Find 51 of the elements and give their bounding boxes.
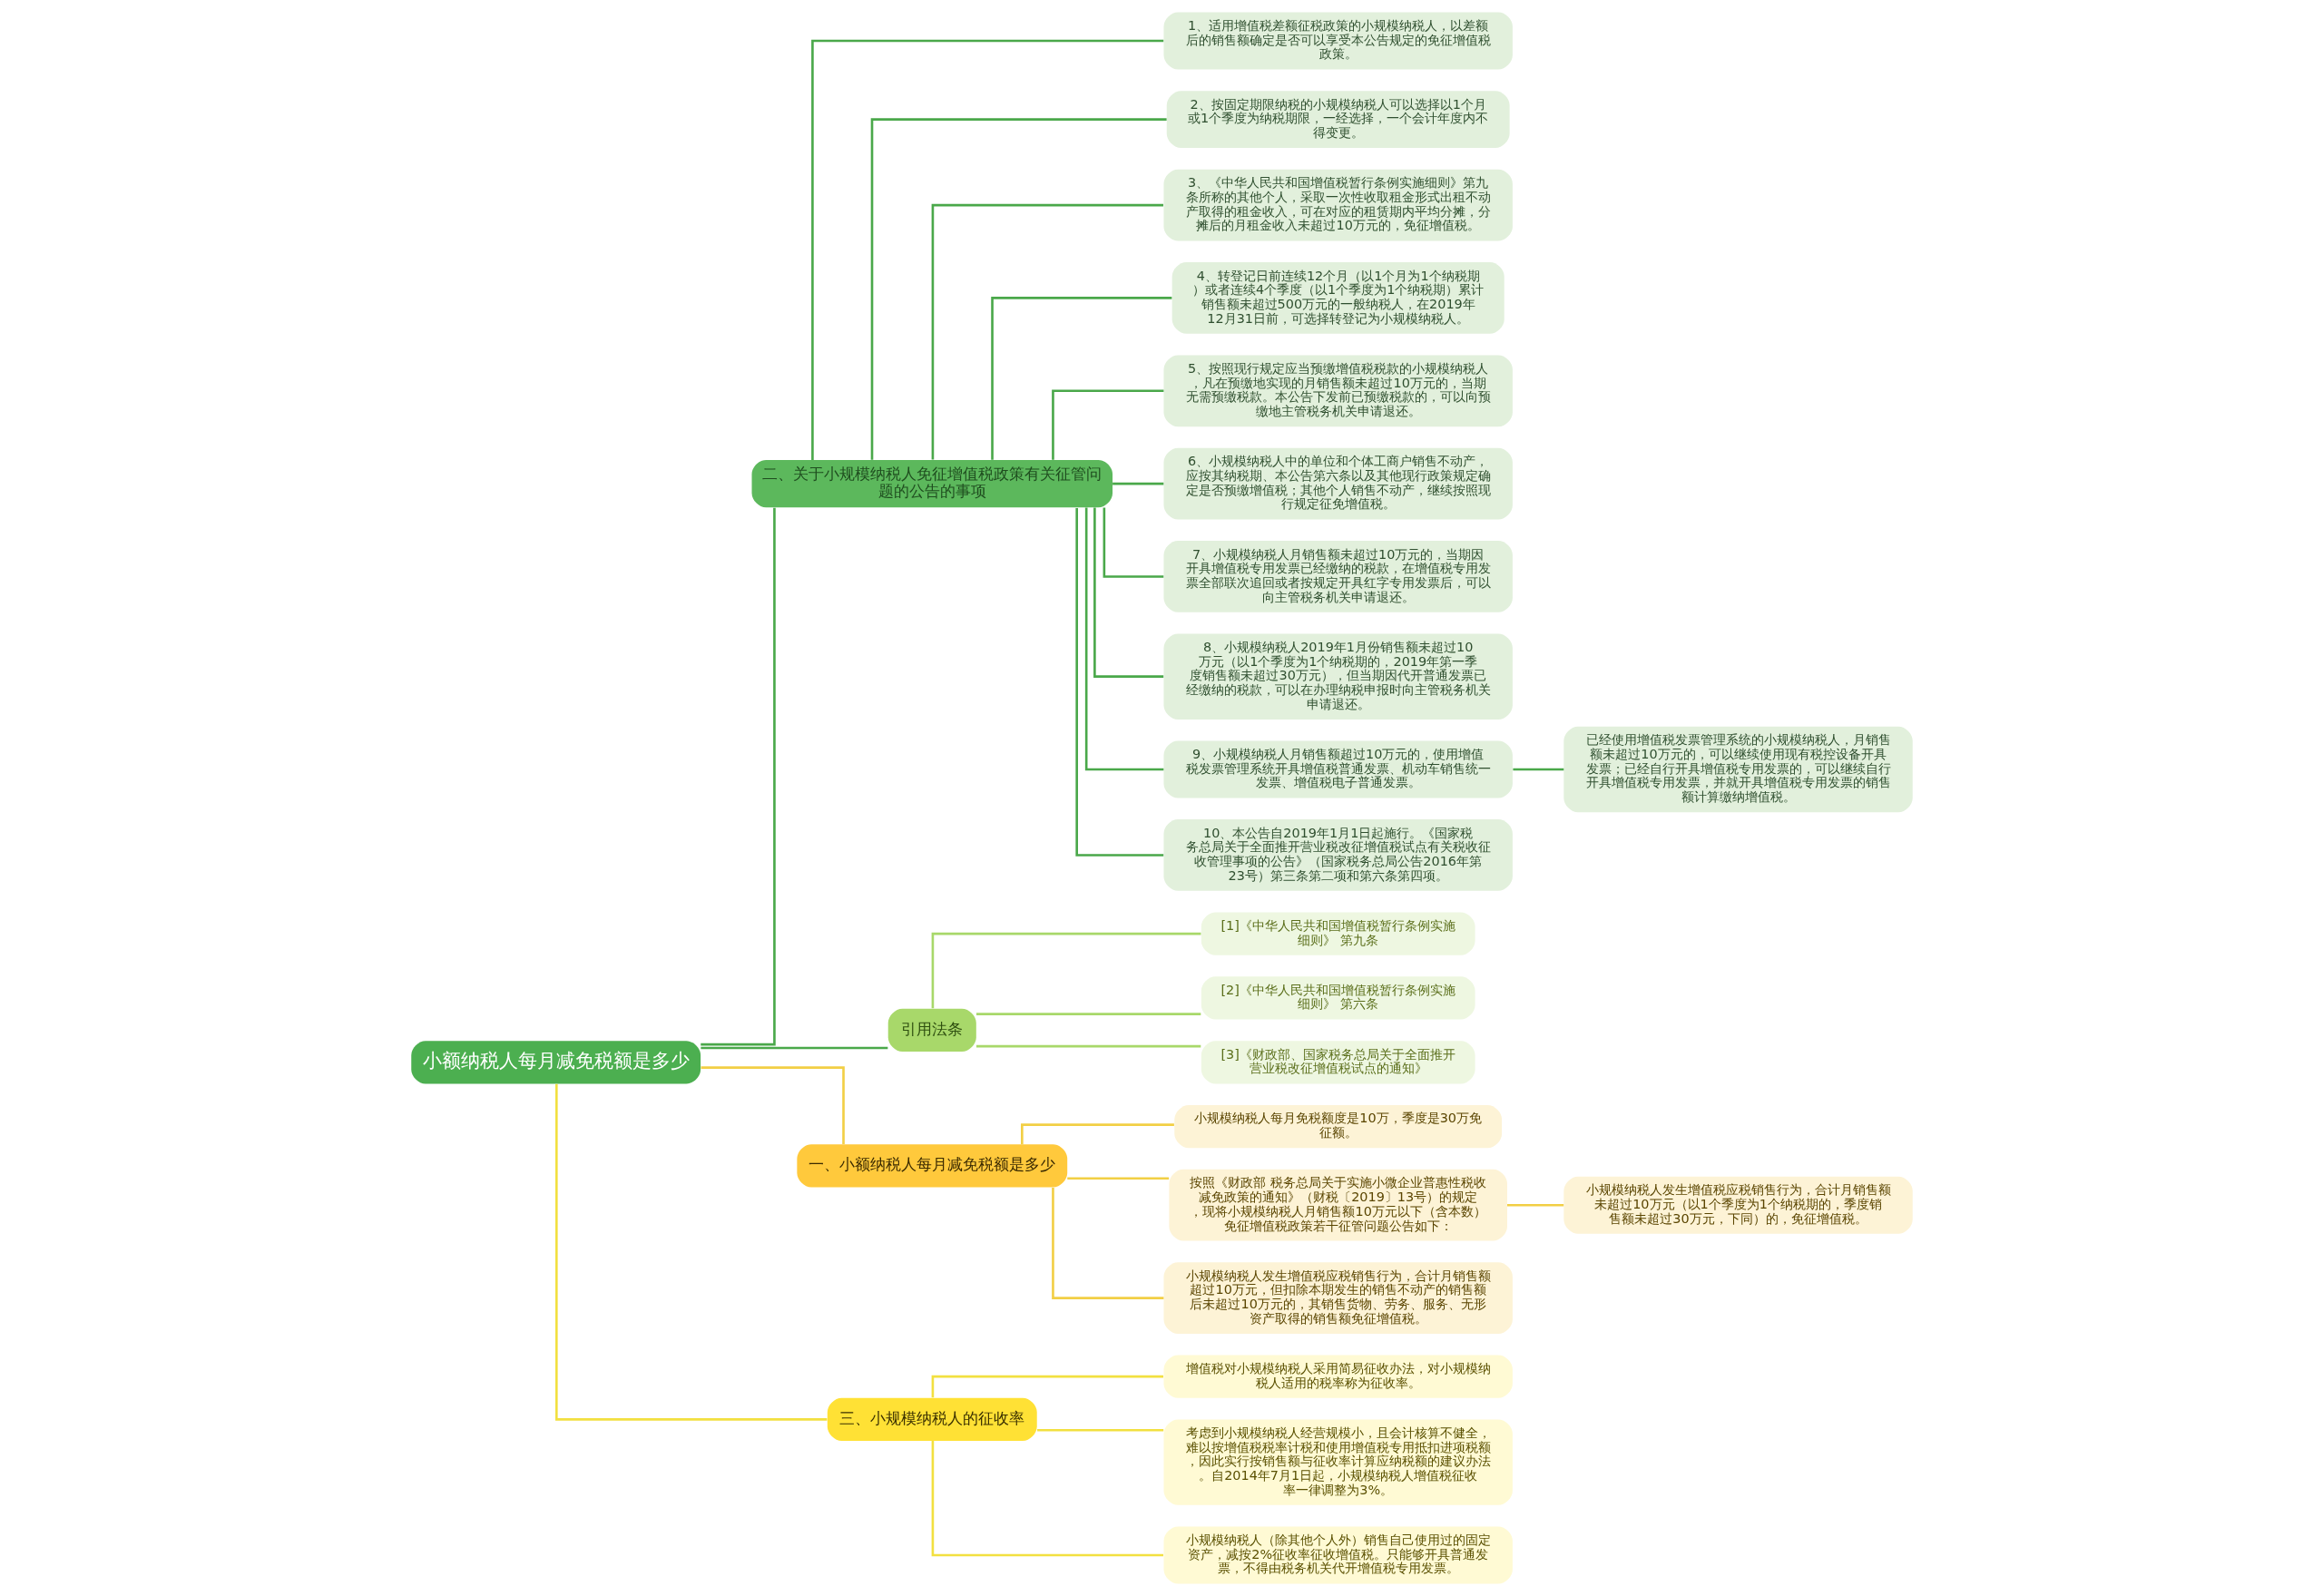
connector	[1036, 1428, 1163, 1432]
node-box: 5、按照现行规定应当预缴增值税税款的小规模纳税人，凡在预缴地实现的月销售额未超过10万元的，当期无需预缴税款。本公告下发前已预缴税款的，可以向预缴地主管税务机关申请退还。	[1162, 355, 1513, 427]
connector	[1020, 1123, 1174, 1145]
connector	[810, 39, 1163, 460]
node-box: 小规模纳税人每月免税额度是10万，季度是30万免征额。	[1173, 1105, 1502, 1149]
connector	[701, 1066, 845, 1144]
connector	[1074, 507, 1163, 857]
node-box: 三、小规模纳税人的征收率	[827, 1397, 1037, 1441]
connector	[1093, 507, 1163, 678]
connector	[1051, 1188, 1163, 1299]
connector	[1512, 768, 1563, 771]
node-box: 7、小规模纳税人月销售额未超过10万元的，当期因开具增值税专用发票已经缴纳的税款，在增值税专用发票全部联次追回或者按规定开具红字专用发票后，可以向主管税务机关申请退还。	[1162, 541, 1513, 612]
node-box: 小规模纳税人发生增值税应税销售行为，合计月销售额未超过10万元（以1个季度为1个纳税期的，季度销售额未超过30万元，下同）的，免征增值税。	[1563, 1176, 1913, 1234]
node-box: 一、小额纳税人每月减免税额是多少	[796, 1144, 1067, 1188]
node-box: 增值税对小规模纳税人采用简易征收办法，对小规模纳税人适用的税率称为征收率。	[1162, 1355, 1513, 1398]
node-box: 4、转登记日前连续12个月（以1个月为1个纳税期）或者连续4个季度（以1个季度为1个纳税期）累计销售额未超过500万元的一般纳税人，在2019年12月31日前，可选择转登记为小规模纳税人。	[1171, 262, 1505, 334]
connector	[1051, 389, 1163, 460]
node-box: 按照《财政部 税务总局关于实施小微企业普惠性税收减免政策的通知》（财税〔2019〕13号）的规定，现将小规模纳税人月销售额10万元以下（含本数）免征增值税政策若干征管问题公告如下：	[1168, 1169, 1507, 1241]
node-box: 6、小规模纳税人中的单位和个体工商户销售不动产，应按其纳税期、本公告第六条以及其他现行政策规定确定是否预缴增值税；其他个人销售不动产，继续按照现行规定征免增值税。	[1162, 447, 1513, 520]
node-box: 二、关于小规模纳税人免征增值税政策有关征管问题的公告的事项	[751, 459, 1112, 508]
node-box: 9、小规模纳税人月销售额超过10万元的，使用增值税发票管理系统开具增值税普通发票、机动车销售统一发票、增值税电子普通发票。	[1162, 740, 1513, 798]
connector	[931, 1375, 1163, 1398]
connector	[700, 507, 776, 1046]
node-box: 8、小规模纳税人2019年1月份销售额未超过10万元（以1个季度为1个纳税期的，2019年第一季度销售额未超过30万元），但当期因代开普通发票已经缴纳的税款，可以在办理纳税申报时向主管税务机关申请退还。	[1162, 633, 1513, 720]
connector	[975, 1013, 1201, 1015]
node-box: 小额纳税人每月减免税额是多少	[410, 1041, 701, 1084]
connector	[1103, 507, 1163, 578]
node-box: [3]《财政部、国家税务总局关于全面推开营业税改征增值税试点的通知》	[1201, 1041, 1475, 1084]
connector	[1084, 507, 1163, 771]
connector	[975, 1044, 1201, 1048]
node-box: 引用法条	[887, 1008, 976, 1052]
node-box: 1、适用增值税差额征税政策的小规模纳税人，以差额后的销售额确定是否可以享受本公告规定的免征增值税政策。	[1162, 12, 1513, 70]
node-box: 小规模纳税人（除其他个人外）销售自己使用过的固定资产，减按2%征收率征收增值税。只能够开具普通发票，不得由税务机关代开增值税专用发票。	[1162, 1526, 1513, 1584]
connector	[1066, 1177, 1169, 1180]
connector	[700, 1046, 887, 1050]
node-box: [1]《中华人民共和国增值税暂行条例实施细则》 第九条	[1201, 912, 1475, 955]
node-box: 已经使用增值税发票管理系统的小规模纳税人，月销售额未超过10万元的，可以继续使用现有税控设备开具发票；已经自行开具增值税专用发票的，可以继续自行开具增值税专用发票，并就开具增值税专用发票的销售额计算缴纳增值税。	[1563, 726, 1913, 813]
node-box: 小规模纳税人发生增值税应税销售行为，合计月销售额超过10万元，但扣除本期发生的销售不动产的销售额后未超过10万元的，其销售货物、劳务、服务、无形资产取得的销售额免征增值税。	[1162, 1262, 1513, 1334]
connector	[990, 297, 1171, 460]
node-box: 2、按固定期限纳税的小规模纳税人可以选择以1个月或1个季度为纳税期限，一经选择，一个会计年度内不得变更。	[1166, 91, 1510, 149]
connector	[1506, 1203, 1563, 1207]
node-box: 3、《中华人民共和国增值税暂行条例实施细则》第九条所称的其他个人，采取一次性收取租金形式出租不动产取得的租金收入，可在对应的租赁期内平均分摊，分摊后的月租金收入未超过10万元的，免征增值税。	[1162, 169, 1513, 241]
connector	[554, 1083, 827, 1421]
node-box: 考虑到小规模纳税人经营规模小，且会计核算不健全，难以按增值税税率计税和使用增值税专用抵扣进项税额，因此实行按销售额与征收率计算应纳税额的建议办法。自2014年7月1日起，小规模纳税人增值税征收率一律调整为3%。	[1162, 1419, 1513, 1505]
connector	[1112, 482, 1163, 485]
node-box: [2]《中华人民共和国增值税暂行条例实施细则》 第六条	[1201, 976, 1475, 1020]
connector	[931, 203, 1163, 460]
connector	[931, 932, 1201, 1009]
connector	[931, 1441, 1163, 1557]
node-box: 10、本公告自2019年1月1日起施行。《国家税务总局关于全面推开营业税改征增值税试点有关税收征收管理事项的公告》（国家税务总局公告2016年第23号）第三条第二项和第六条第四项。	[1162, 819, 1513, 891]
connector	[870, 118, 1167, 460]
